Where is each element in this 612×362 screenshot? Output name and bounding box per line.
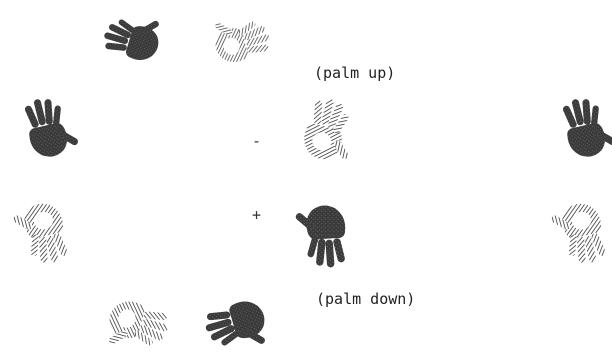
hand-icon [196, 8, 284, 80]
hand-icon [282, 192, 372, 274]
hand-icon [280, 92, 368, 172]
hand-icon [4, 190, 88, 270]
hand-icon [542, 190, 612, 270]
minus-sign: - [252, 132, 261, 150]
hand-icon [90, 6, 178, 78]
hand-icon [194, 282, 282, 360]
plus-sign: + [252, 206, 261, 224]
palm-down-label: (palm down) [316, 290, 415, 308]
hand-icon [92, 282, 180, 360]
hand-icon [4, 92, 88, 170]
hand-icon [542, 92, 612, 170]
palm-up-label: (palm up) [314, 64, 395, 82]
